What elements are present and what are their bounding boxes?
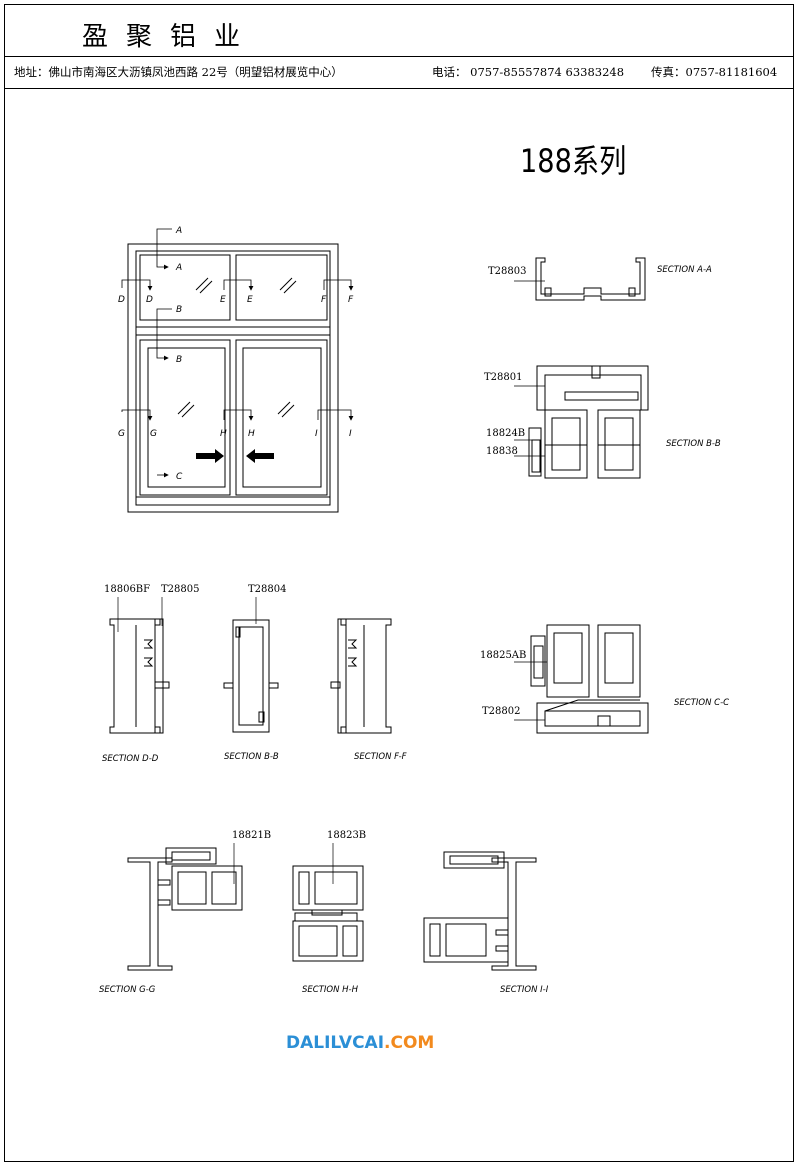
section-b-b-profile [528, 365, 649, 479]
company-phone: 电话： 0757-85557874 63383248 [432, 65, 625, 79]
series-title: 188系列 [520, 142, 627, 180]
part-label: 18821B [232, 830, 271, 841]
section-c-c-profile [530, 624, 649, 734]
cut-label: B [176, 355, 182, 365]
section-i-i-profile [423, 851, 537, 971]
section-g-g-profile [127, 847, 243, 971]
header-divider-bottom [4, 88, 794, 89]
section-caption: SECTION B-B [666, 439, 721, 449]
cut-label: F [348, 295, 354, 305]
cut-label: I [349, 429, 352, 439]
cut-label: A [175, 263, 182, 273]
page-frame [4, 4, 794, 1162]
section-b-b-t28804-profile [223, 619, 279, 733]
cut-label: B [176, 305, 182, 315]
part-label: T28804 [248, 584, 286, 595]
cut-label: I [315, 429, 318, 439]
website-domain: DALILVCAI [286, 1033, 385, 1053]
header-divider-top [4, 56, 794, 57]
slide-left-arrow-icon [246, 449, 274, 463]
cut-label: C [176, 472, 183, 482]
section-f-f-profile [330, 618, 392, 734]
window-elevation [127, 243, 339, 513]
cut-label: D [146, 295, 153, 305]
cut-label: G [150, 429, 157, 439]
part-label: 18823B [327, 830, 366, 841]
cut-label: D [118, 295, 125, 305]
cut-label: F [321, 295, 327, 305]
part-label: T28801 [484, 372, 522, 383]
part-label: 18825AB [480, 650, 526, 661]
company-address: 地址：佛山市南海区大沥镇凤池西路 22号（明望铝材展览中心） [14, 65, 343, 79]
section-h-h-profile [292, 865, 364, 962]
section-caption: SECTION F-F [354, 752, 407, 762]
cut-label: A [175, 226, 182, 236]
part-label: T28802 [482, 706, 520, 717]
company-name: 盈聚铝业 [82, 22, 259, 52]
section-caption: SECTION I-I [500, 985, 549, 995]
cut-label: H [220, 429, 227, 439]
cut-label: H [248, 429, 255, 439]
section-caption: SECTION A-A [657, 265, 712, 275]
part-label: 18824B [486, 428, 525, 439]
cut-label: E [220, 295, 226, 305]
section-a-a-profile [535, 257, 646, 301]
section-caption: SECTION G-G [99, 985, 156, 995]
section-caption: SECTION H-H [302, 985, 359, 995]
section-caption: SECTION D-D [102, 754, 159, 764]
slide-right-arrow-icon [196, 449, 224, 463]
company-fax: 传真：0757-81181604 [651, 65, 778, 79]
part-label: T28805 [161, 584, 199, 595]
cut-label: G [118, 429, 125, 439]
website-watermark: DALILVCAI.COM [286, 1033, 434, 1053]
part-label: 18838 [486, 446, 518, 457]
section-caption: SECTION C-C [674, 698, 729, 708]
section-d-d-profile [109, 618, 170, 734]
part-label: 18806BF [104, 584, 150, 595]
cut-label: E [247, 295, 253, 305]
part-label: T28803 [488, 266, 526, 277]
section-caption: SECTION B-B [224, 752, 279, 762]
website-tld: .COM [384, 1033, 435, 1053]
